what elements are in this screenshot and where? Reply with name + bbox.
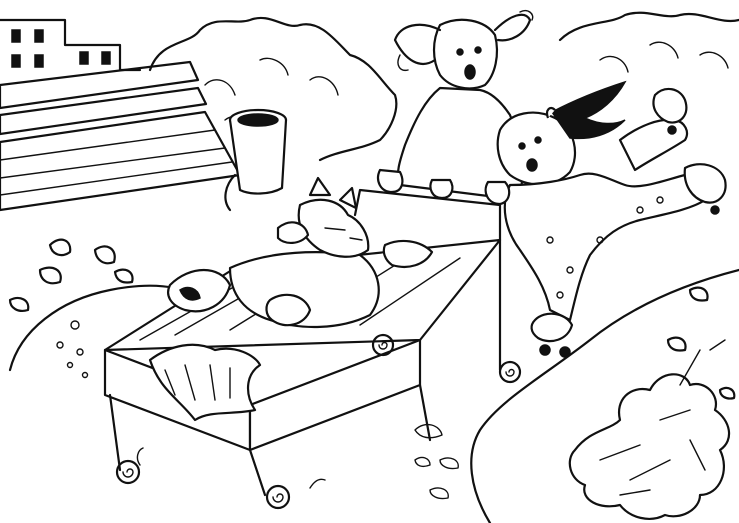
park-path — [8, 268, 739, 523]
park-bench — [0, 60, 242, 212]
sleeping-cat — [148, 176, 434, 422]
foreground-bush — [568, 339, 731, 520]
background-buildings — [0, 18, 142, 72]
falling-leaves — [8, 238, 736, 400]
girl-pushing — [376, 10, 534, 202]
trash-can — [228, 108, 288, 195]
background-bushes — [148, 11, 739, 162]
boy-on-skates — [484, 80, 727, 358]
